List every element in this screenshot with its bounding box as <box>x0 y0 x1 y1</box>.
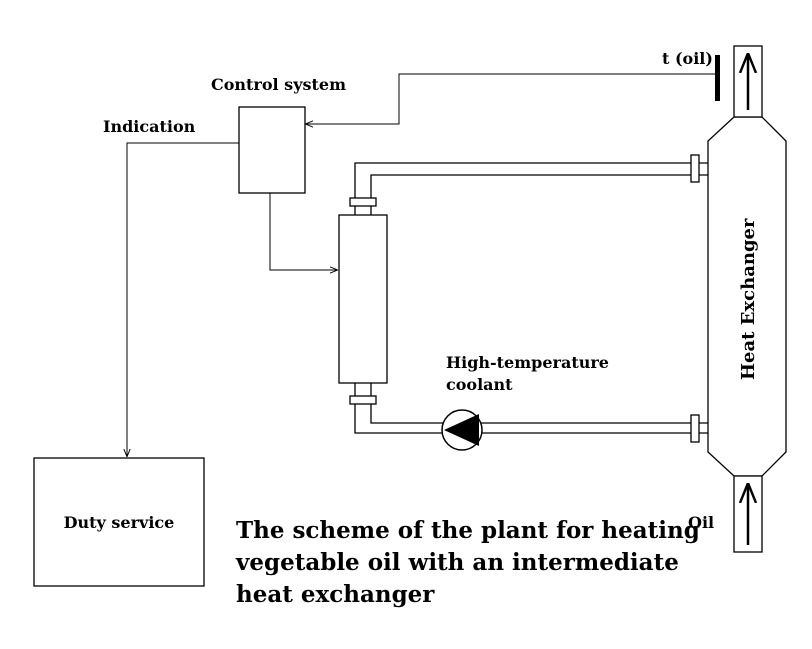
caption-line2: vegetable oil with an intermediate <box>235 549 679 576</box>
oil-label: Oil <box>688 513 714 532</box>
top-pipe <box>354 162 708 198</box>
duty-service-label: Duty service <box>64 513 175 532</box>
bottom-pipe <box>354 383 708 434</box>
indication-line <box>127 142 239 456</box>
control-system-box <box>238 106 306 194</box>
t-oil-label: t (oil) <box>662 49 713 68</box>
temperature-signal-line <box>306 73 718 124</box>
top-flange-left <box>349 197 377 207</box>
top-pipe-stub <box>354 206 372 215</box>
heater-control-line <box>269 193 337 270</box>
bottom-flange-right <box>690 414 700 443</box>
temperature-sensor <box>715 55 720 101</box>
pump-icon <box>444 414 479 446</box>
heater-vessel <box>338 214 388 384</box>
duty-service-box <box>33 457 205 587</box>
caption-line3: heat exchanger <box>236 581 435 608</box>
top-flange-right <box>690 154 700 183</box>
coolant-label-line2: coolant <box>446 375 513 394</box>
control-system-label: Control system <box>211 75 346 94</box>
coolant-label-line1: High-temperature <box>446 353 609 372</box>
indication-label: Indication <box>103 117 196 136</box>
heat-exchanger-label: Heat Exchanger <box>738 218 759 380</box>
bottom-flange-left <box>349 395 377 405</box>
caption-line1: The scheme of the plant for heating <box>236 517 700 544</box>
